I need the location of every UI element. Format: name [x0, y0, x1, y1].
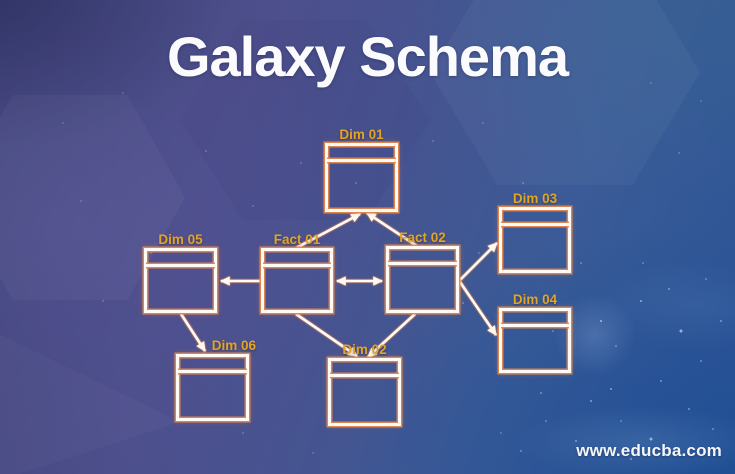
table-header-divider [388, 262, 457, 265]
node-dim-02: Dim 02 [328, 342, 401, 426]
page-title: Galaxy Schema [166, 25, 569, 88]
node-label: Dim 06 [211, 338, 257, 353]
table-header-divider [501, 324, 569, 327]
edge-dim05-dim06 [179, 313, 207, 352]
edge-fact02-dim04 [458, 281, 498, 336]
node-label: Dim 01 [339, 127, 384, 142]
node-fact-02: Fact 02 [386, 230, 459, 313]
table-header-divider [146, 264, 215, 267]
educba-watermark: www.educba.com [576, 441, 722, 460]
table-header-divider [327, 159, 396, 162]
table-header-divider [330, 374, 399, 377]
node-label: Fact 01 [273, 232, 321, 247]
node-label: Dim 04 [512, 292, 558, 307]
table-header-divider [501, 223, 569, 226]
table-header-divider [178, 370, 247, 373]
node-dim-01: Dim 01 [325, 127, 398, 212]
node-label: Dim 05 [158, 232, 203, 247]
node-label: Dim 02 [342, 342, 387, 357]
edge-fact02-dim03 [459, 242, 498, 281]
node-dim-05: Dim 05 [144, 232, 217, 313]
node-dim-04: Dim 04 [499, 292, 571, 373]
node-dim-03: Dim 03 [499, 191, 571, 273]
star-field [0, 0, 2, 2]
backdrop-triangle-shape [0, 320, 180, 474]
node-dim-06: Dim 06 [176, 338, 256, 421]
node-label: Dim 03 [512, 191, 558, 206]
node-label: Fact 02 [399, 230, 446, 245]
table-header-divider [263, 264, 331, 267]
node-fact-01: Fact 01 [261, 232, 333, 313]
